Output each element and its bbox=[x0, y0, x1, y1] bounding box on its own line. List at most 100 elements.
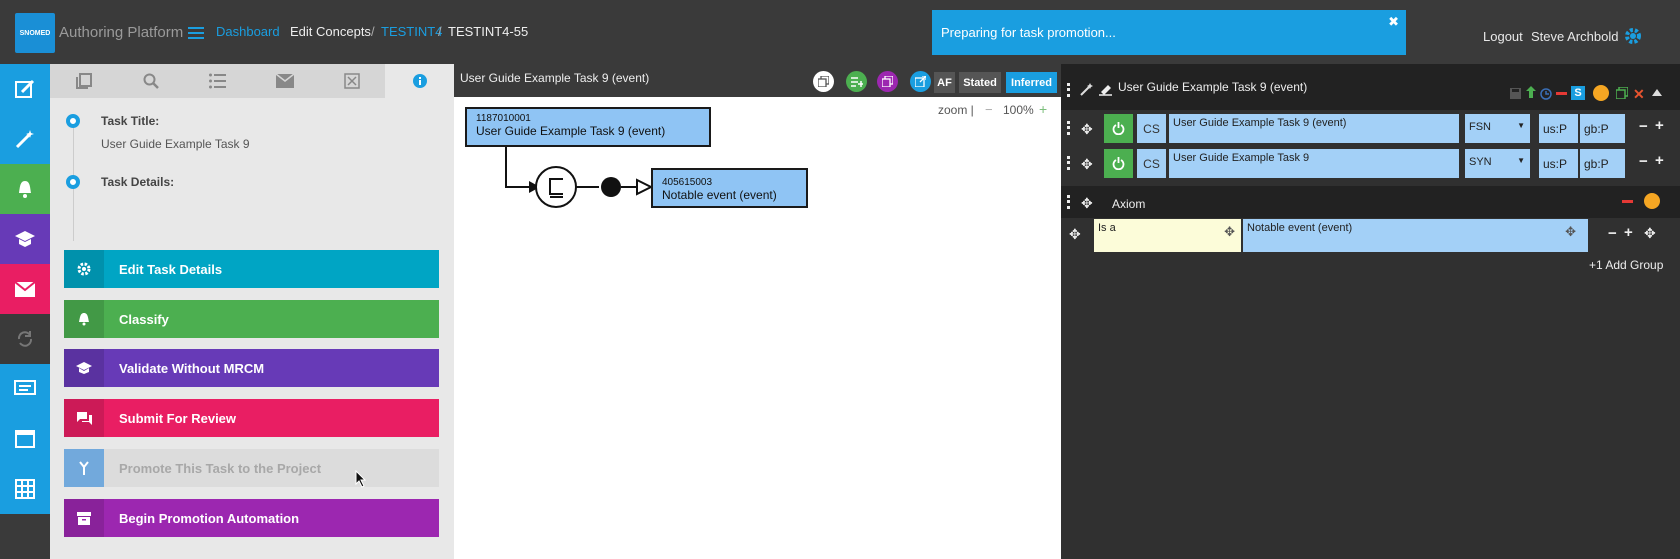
parent-concept-node[interactable]: 405615003 Notable event (event) bbox=[651, 168, 808, 208]
gb-acceptability[interactable]: gb:P bbox=[1580, 114, 1625, 143]
af-toggle[interactable]: AF bbox=[934, 72, 955, 93]
concept-node[interactable]: 1187010001 User Guide Example Task 9 (ev… bbox=[465, 107, 711, 147]
move-icon[interactable]: ✥ bbox=[1081, 195, 1093, 211]
zoom-level: 100% bbox=[1003, 103, 1034, 117]
status-circle-icon[interactable] bbox=[1593, 85, 1609, 101]
breadcrumb-edit-concepts[interactable]: Edit Concepts bbox=[290, 24, 371, 39]
breadcrumb-project[interactable]: TESTINT4 bbox=[381, 24, 443, 39]
drag-handle-icon[interactable] bbox=[1067, 156, 1070, 170]
nav-graduation-icon[interactable] bbox=[0, 214, 50, 264]
notification-toast: Preparing for task promotion... ✖ bbox=[932, 10, 1406, 55]
tab-pages-icon[interactable] bbox=[50, 64, 117, 98]
relationship-target-input[interactable]: Notable event (event)✥ bbox=[1243, 219, 1588, 252]
case-significance[interactable]: CS bbox=[1137, 149, 1166, 178]
user-name: Steve Archbold bbox=[1531, 29, 1619, 44]
external-link-icon[interactable] bbox=[910, 71, 931, 92]
s-badge-icon[interactable]: S bbox=[1571, 86, 1585, 100]
active-toggle-power-icon[interactable] bbox=[1104, 114, 1133, 143]
tab-search-icon[interactable] bbox=[117, 64, 184, 98]
nav-sync-icon[interactable] bbox=[0, 314, 50, 364]
gb-acceptability[interactable]: gb:P bbox=[1580, 149, 1625, 178]
move-icon[interactable]: ✥ bbox=[1081, 121, 1093, 137]
history-icon[interactable] bbox=[1540, 88, 1552, 100]
nav-mail-icon[interactable] bbox=[0, 264, 50, 314]
concept-editor bbox=[1061, 64, 1680, 559]
wand-icon[interactable] bbox=[1080, 83, 1093, 96]
tab-excel-icon[interactable] bbox=[318, 64, 385, 98]
nav-bell-icon[interactable] bbox=[0, 164, 50, 214]
tab-mail-icon[interactable] bbox=[251, 64, 318, 98]
zoom-in-button[interactable]: + bbox=[1039, 101, 1048, 117]
move-icon[interactable]: ✥ bbox=[1644, 225, 1656, 241]
remove-description-icon[interactable]: − bbox=[1639, 118, 1648, 135]
nav-review-icon[interactable] bbox=[0, 364, 50, 414]
promote-arrow-icon[interactable] bbox=[1526, 86, 1536, 98]
add-relationship-icon[interactable]: + bbox=[1624, 224, 1633, 241]
zoom-out-button[interactable]: − bbox=[985, 102, 993, 117]
gear-icon bbox=[64, 250, 104, 288]
clone-icon[interactable] bbox=[1616, 87, 1628, 99]
add-description-icon[interactable]: + bbox=[1655, 117, 1664, 134]
us-acceptability[interactable]: us:P bbox=[1539, 149, 1578, 178]
hamburger-menu-icon[interactable] bbox=[188, 27, 204, 40]
status-circle-icon[interactable] bbox=[1644, 193, 1660, 209]
close-icon[interactable]: ✕ bbox=[1633, 86, 1645, 102]
remove-description-icon[interactable]: − bbox=[1639, 153, 1648, 170]
validate-without-mrcm-button[interactable]: Validate Without MRCM bbox=[64, 349, 439, 387]
move-icon[interactable]: ✥ bbox=[1069, 226, 1081, 242]
description-term-input[interactable]: User Guide Example Task 9 (event) bbox=[1169, 114, 1459, 143]
logout-link[interactable]: Logout bbox=[1483, 29, 1523, 44]
drag-handle-icon[interactable] bbox=[1067, 195, 1070, 209]
description-term-input[interactable]: User Guide Example Task 9 bbox=[1169, 149, 1459, 178]
comments-icon bbox=[64, 399, 104, 437]
tab-info-icon[interactable] bbox=[385, 64, 454, 98]
chevron-down-icon: ▼ bbox=[1517, 121, 1525, 130]
breadcrumb-task: TESTINT4-55 bbox=[448, 24, 529, 39]
stated-view-button[interactable]: Stated bbox=[959, 72, 1001, 93]
bell-icon bbox=[64, 300, 104, 338]
drag-handle-icon[interactable] bbox=[1067, 121, 1070, 135]
remove-relationship-icon[interactable]: − bbox=[1608, 225, 1617, 242]
us-acceptability[interactable]: us:P bbox=[1539, 114, 1578, 143]
add-description-icon[interactable]: + bbox=[1655, 152, 1664, 169]
settings-gear-icon[interactable] bbox=[1624, 27, 1642, 45]
move-icon: ✥ bbox=[1224, 224, 1235, 239]
nav-wand-icon[interactable] bbox=[0, 114, 50, 164]
drag-handle-icon[interactable] bbox=[1067, 83, 1070, 97]
toast-message: Preparing for task promotion... bbox=[941, 25, 1116, 40]
axiom-label: Axiom bbox=[1112, 197, 1146, 211]
relationship-type-input[interactable]: Is a✥ bbox=[1094, 219, 1241, 252]
timeline-dot bbox=[66, 114, 80, 128]
remove-icon[interactable] bbox=[1556, 92, 1567, 95]
collapse-icon[interactable] bbox=[1652, 89, 1662, 96]
breadcrumb-separator: / bbox=[438, 24, 442, 39]
add-group-button[interactable]: +1 Add Group bbox=[1589, 258, 1664, 272]
description-type-select[interactable]: FSN▼ bbox=[1465, 114, 1530, 143]
begin-promotion-automation-button[interactable]: Begin Promotion Automation bbox=[64, 499, 439, 537]
submit-for-review-button[interactable]: Submit For Review bbox=[64, 399, 439, 437]
promote-task-button[interactable]: Promote This Task to the Project bbox=[64, 449, 439, 487]
editor-concept-title: User Guide Example Task 9 (event) bbox=[1118, 80, 1308, 94]
move-icon[interactable]: ✥ bbox=[1081, 156, 1093, 172]
graduation-cap-icon bbox=[64, 349, 104, 387]
diagram-title: User Guide Example Task 9 (event) bbox=[460, 71, 650, 85]
case-significance[interactable]: CS bbox=[1137, 114, 1166, 143]
save-icon[interactable] bbox=[1510, 88, 1521, 99]
nav-edit-icon[interactable] bbox=[0, 64, 50, 114]
move-icon: ✥ bbox=[1565, 224, 1576, 239]
nav-grid-icon[interactable] bbox=[0, 464, 50, 514]
edit-task-details-button[interactable]: Edit Task Details bbox=[64, 250, 439, 288]
copy-icon[interactable] bbox=[813, 71, 834, 92]
remove-axiom-icon[interactable] bbox=[1622, 200, 1633, 203]
breadcrumb-dashboard[interactable]: Dashboard bbox=[216, 24, 280, 39]
close-icon[interactable]: ✖ bbox=[1388, 14, 1399, 29]
classify-button[interactable]: Classify bbox=[64, 300, 439, 338]
nav-browser-icon[interactable] bbox=[0, 414, 50, 464]
eraser-icon[interactable] bbox=[1099, 83, 1112, 96]
active-toggle-power-icon[interactable] bbox=[1104, 149, 1133, 178]
description-type-select[interactable]: SYN▼ bbox=[1465, 149, 1530, 178]
inferred-view-button[interactable]: Inferred bbox=[1006, 72, 1057, 93]
add-list-icon[interactable] bbox=[846, 71, 867, 92]
tab-list-icon[interactable] bbox=[184, 64, 251, 98]
layers-icon[interactable] bbox=[877, 71, 898, 92]
